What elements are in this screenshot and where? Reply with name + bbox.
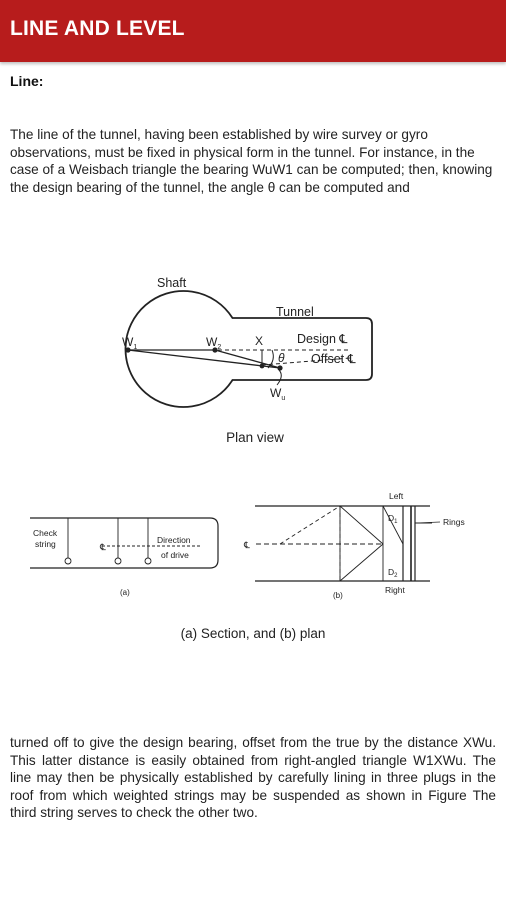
w1-label: W1 <box>122 335 137 351</box>
design-label: Design ℄ <box>297 332 348 346</box>
shaft-label: Shaft <box>157 276 187 290</box>
d1-label: D1 <box>388 513 398 525</box>
wu-arrow <box>276 368 282 386</box>
offset-label: Offset ℄ <box>311 352 357 366</box>
section-outline <box>30 517 219 569</box>
plumb-bob-2 <box>114 557 122 565</box>
app-header: LINE AND LEVEL <box>0 0 506 62</box>
w2-label: W2 <box>206 335 221 351</box>
x-label: X <box>255 334 263 348</box>
section-heading: Line: <box>10 73 44 89</box>
theta-label: θ <box>278 351 285 365</box>
paragraph-conclusion: turned off to give the design bearing, o… <box>10 735 496 820</box>
plumb-bob-1 <box>64 557 72 565</box>
diag-3 <box>339 543 384 582</box>
w1-wu-line <box>127 349 281 369</box>
diag-1 <box>279 505 341 545</box>
check-string-label-2: string <box>35 539 56 549</box>
section-plan-diagram: Check string ℄ Direction of drive (a) ℄ … <box>30 491 465 600</box>
wu-label: Wu <box>270 386 285 402</box>
shaft-tunnel-outline <box>124 290 373 408</box>
diag-2 <box>339 505 384 545</box>
plumb-bob-3 <box>144 557 152 565</box>
rings-leader <box>416 521 441 524</box>
cl-b-label: ℄ <box>243 540 250 550</box>
plan-view-caption: Plan view <box>226 430 284 445</box>
rings-label: Rings <box>443 517 465 527</box>
cl-a-label: ℄ <box>99 542 106 552</box>
direction-label-2: of drive <box>161 550 189 560</box>
w2-point <box>212 347 218 353</box>
w1-point <box>125 347 131 353</box>
direction-label-1: Direction <box>157 535 191 545</box>
section-plan-caption: (a) Section, and (b) plan <box>180 626 326 641</box>
tunnel-label: Tunnel <box>276 305 314 319</box>
x-point <box>259 363 265 369</box>
d1-line <box>382 505 404 545</box>
check-string-label-1: Check <box>33 528 58 538</box>
wu-point <box>277 365 283 371</box>
page-title: LINE AND LEVEL <box>10 17 185 40</box>
theta-arc <box>267 349 274 369</box>
plan-view-diagram: Shaft Tunnel W1 W2 X θ Design ℄ Offset ℄… <box>122 276 373 408</box>
label-a: (a) <box>120 588 130 597</box>
right-label: Right <box>385 585 405 595</box>
left-label: Left <box>389 491 404 501</box>
label-b: (b) <box>333 591 343 600</box>
paragraph-intro: The line of the tunnel, having been esta… <box>10 127 493 195</box>
w2-wu-line <box>214 349 281 369</box>
offset-line <box>261 357 351 366</box>
d2-label: D2 <box>388 567 398 579</box>
